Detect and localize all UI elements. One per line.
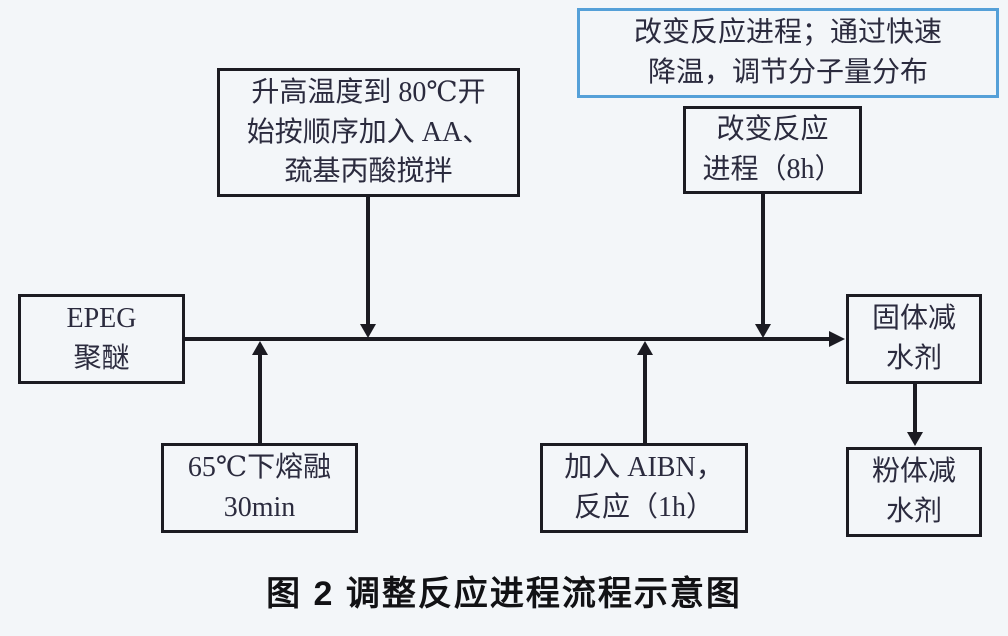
node-solid-water-reducer: 固体减 水剂 [846, 294, 982, 384]
step-raise-temperature-line-3: 巯基丙酸搅拌 [284, 156, 453, 188]
node-powder-line-1: 粉体减 [871, 456, 956, 488]
step-raise-temperature-line-1: 升高温度到 80℃开 [251, 76, 486, 108]
node-solid-line-2: 水剂 [885, 343, 942, 374]
figure-caption: 图 2 调整反应进程流程示意图 [266, 575, 742, 613]
step-raise-temperature: 升高温度到 80℃开 始按顺序加入 AA、 巯基丙酸搅拌 [217, 68, 520, 197]
step-add-aibn: 加入 AIBN， 反应（1h） [540, 443, 748, 533]
note-line-2: 降温，调节分子量分布 [647, 57, 928, 88]
step-melt-65c: 65℃下熔融 30min [161, 443, 358, 533]
step-change-process-line-2: 进程（8h） [702, 154, 843, 185]
step-melt-65c-line-1: 65℃下熔融 [187, 452, 332, 484]
node-solid-line-1: 固体减 [871, 303, 956, 335]
step-add-aibn-line-1: 加入 AIBN， [564, 452, 724, 484]
step-change-process: 改变反应 进程（8h） [683, 106, 862, 194]
node-epeg-line-1: EPEG [66, 303, 137, 335]
node-powder-line-2: 水剂 [885, 496, 942, 527]
step-melt-65c-line-2: 30min [223, 492, 296, 523]
note-change-process: 改变反应进程；通过快速 降温，调节分子量分布 [577, 8, 999, 98]
node-epeg-polyether: EPEG 聚醚 [18, 294, 185, 384]
step-change-process-line-1: 改变反应 [716, 114, 829, 146]
node-epeg-line-2: 聚醚 [73, 343, 130, 374]
step-add-aibn-line-2: 反应（1h） [573, 492, 714, 523]
note-line-1: 改变反应进程；通过快速 [633, 17, 942, 49]
node-powder-water-reducer: 粉体减 水剂 [846, 447, 982, 537]
step-raise-temperature-line-2: 始按顺序加入 AA、 [246, 116, 491, 148]
